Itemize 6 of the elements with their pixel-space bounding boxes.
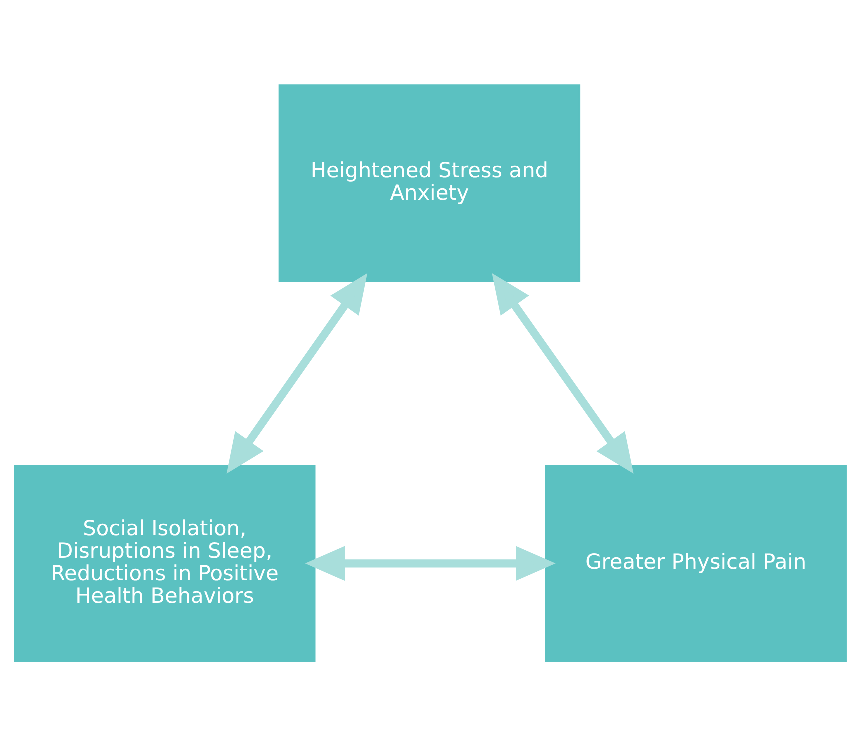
arrow (305, 546, 556, 581)
arrow (492, 272, 634, 474)
arrow (226, 272, 368, 474)
node-box: Greater Physical Pain (545, 464, 847, 662)
node-box: Social Isolation, Disruptions in Sleep, Reductions in Positive Health Behaviors (14, 464, 316, 662)
node-box: Heightened Stress and Anxiety (278, 84, 581, 282)
